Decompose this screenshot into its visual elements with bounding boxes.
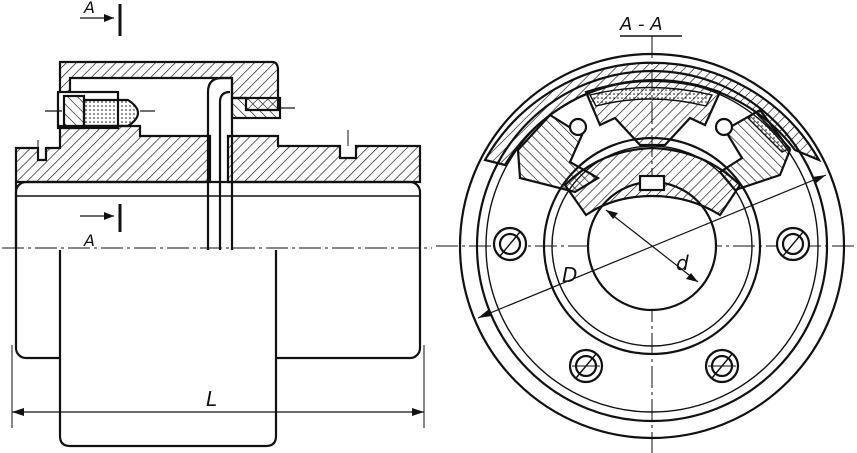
elastic-element-2 xyxy=(746,111,792,153)
strap-outer xyxy=(206,76,232,250)
dimension-outer-diameter-label: D xyxy=(562,263,577,287)
right-bolt xyxy=(230,96,282,120)
flange-left xyxy=(14,124,212,184)
pin-head xyxy=(62,94,86,130)
dimension-bore-diameter-label: d xyxy=(676,251,689,275)
elastic-element-1 xyxy=(588,86,714,107)
section-mark-top: A xyxy=(83,0,95,17)
side-view xyxy=(2,4,432,448)
strap-inner xyxy=(218,90,231,250)
dimension-length-label: L xyxy=(206,387,217,411)
bolt-hole-bottom-left xyxy=(568,348,604,384)
dim-line-d xyxy=(605,209,699,283)
flange-right xyxy=(226,134,422,184)
pin-body xyxy=(82,98,140,128)
section-view xyxy=(436,35,857,453)
outer-ring xyxy=(458,52,846,440)
keyway xyxy=(638,174,666,192)
pin-2 xyxy=(714,117,734,137)
bolt-hole-right xyxy=(775,226,811,262)
bolt-hole-left xyxy=(492,226,528,262)
lower-sleeve xyxy=(58,250,278,448)
bolt-hole-bottom-right xyxy=(704,348,740,384)
pin-1 xyxy=(568,117,588,137)
section-title: A - A xyxy=(619,14,663,35)
housing-top xyxy=(58,60,280,112)
section-mark-bottom: A xyxy=(83,231,95,250)
